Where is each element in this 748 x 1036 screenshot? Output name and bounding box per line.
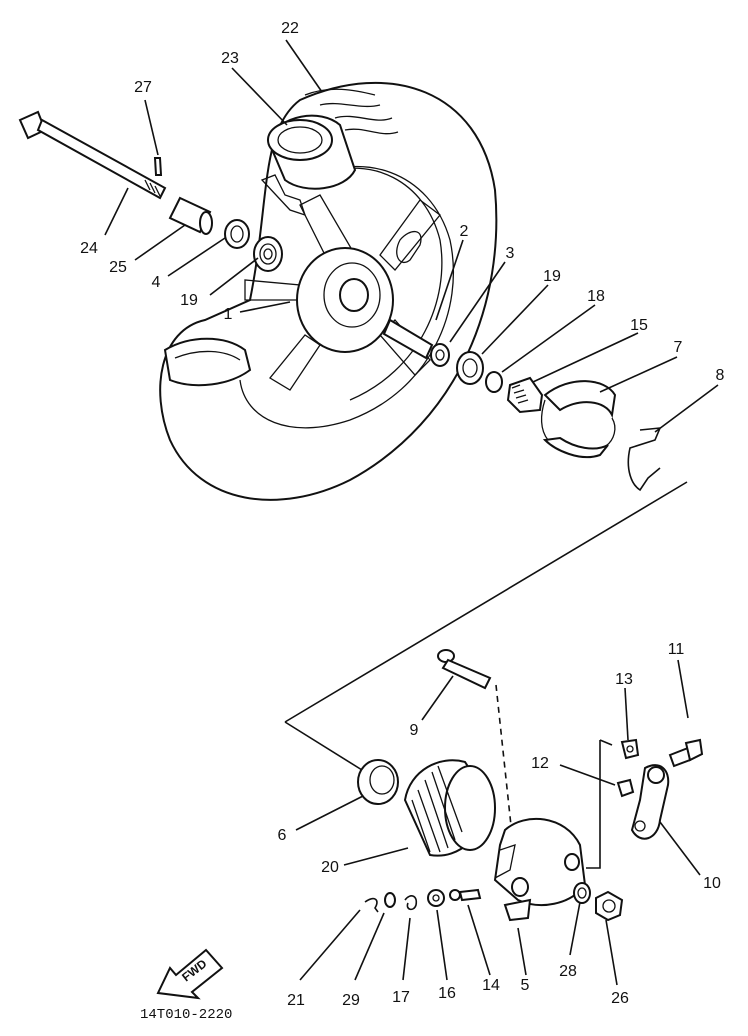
part-label-25: 25 — [109, 259, 127, 276]
bearing-right — [456, 351, 484, 385]
part-label-5: 5 — [521, 977, 530, 994]
part-labels: 22 23 27 24 25 4 19 1 2 3 19 18 15 7 8 1… — [80, 20, 724, 1009]
part-label-7: 7 — [674, 339, 683, 356]
axle — [18, 110, 167, 200]
wear-indicator — [620, 738, 640, 760]
brake-shoe — [540, 380, 617, 459]
cotter-pin — [153, 157, 163, 176]
cam-lever — [630, 764, 670, 840]
part-label-4: 4 — [152, 274, 161, 291]
leader-lines — [104, 39, 719, 986]
part-label-11: 11 — [668, 641, 685, 658]
part-label-6: 6 — [278, 827, 287, 844]
return-spring — [627, 427, 662, 492]
oil-seal-6 — [357, 759, 399, 805]
brake-panel — [493, 817, 587, 922]
washer-28 — [573, 882, 591, 904]
meter-gear — [506, 376, 544, 414]
part-label-15: 15 — [630, 317, 648, 334]
inner-tube — [260, 114, 357, 217]
part-label-9: 9 — [410, 722, 419, 739]
spring-17 — [404, 895, 418, 911]
part-label-28: 28 — [559, 963, 577, 980]
nut-26 — [595, 890, 624, 922]
part-label-3: 3 — [506, 245, 515, 262]
part-label-26: 26 — [611, 990, 629, 1007]
part-label-8: 8 — [716, 367, 725, 384]
forward-direction-arrow: FWD — [156, 948, 224, 1000]
bearing-3 — [430, 343, 450, 367]
washer-29 — [384, 892, 396, 908]
part-label-16: 16 — [438, 985, 456, 1002]
grease-nipple-14 — [449, 888, 482, 902]
part-label-13: 13 — [615, 671, 633, 688]
part-label-21: 21 — [287, 992, 305, 1009]
part-label-1: 1 — [224, 306, 233, 323]
part-label-10: 10 — [703, 875, 721, 892]
brake-drum-ring — [403, 759, 496, 857]
part-label-22: 22 — [281, 20, 299, 37]
part-label-29: 29 — [342, 992, 360, 1009]
part-label-23: 23 — [221, 50, 239, 67]
part-label-19b: 19 — [543, 268, 561, 285]
part-label-17: 17 — [392, 989, 410, 1006]
part-label-2: 2 — [460, 223, 469, 240]
part-label-12: 12 — [531, 755, 549, 772]
circlip-21 — [364, 897, 379, 913]
lever-bolt — [668, 738, 704, 768]
part-label-14: 14 — [482, 977, 500, 994]
oil-seal-left — [224, 219, 250, 249]
collar — [168, 196, 213, 235]
lever-nut — [616, 778, 635, 798]
part-label-24: 24 — [80, 240, 98, 257]
diagram-code: 14T010-2220 — [140, 1007, 232, 1023]
bearing-left — [253, 236, 283, 272]
part-label-27: 27 — [134, 79, 152, 96]
brake-camshaft — [437, 649, 492, 690]
washer-16 — [427, 889, 445, 907]
part-label-19a: 19 — [180, 292, 198, 309]
wheel-tire — [159, 81, 498, 501]
part-label-20: 20 — [321, 859, 339, 876]
circlip — [485, 371, 503, 393]
part-label-18: 18 — [587, 288, 605, 305]
